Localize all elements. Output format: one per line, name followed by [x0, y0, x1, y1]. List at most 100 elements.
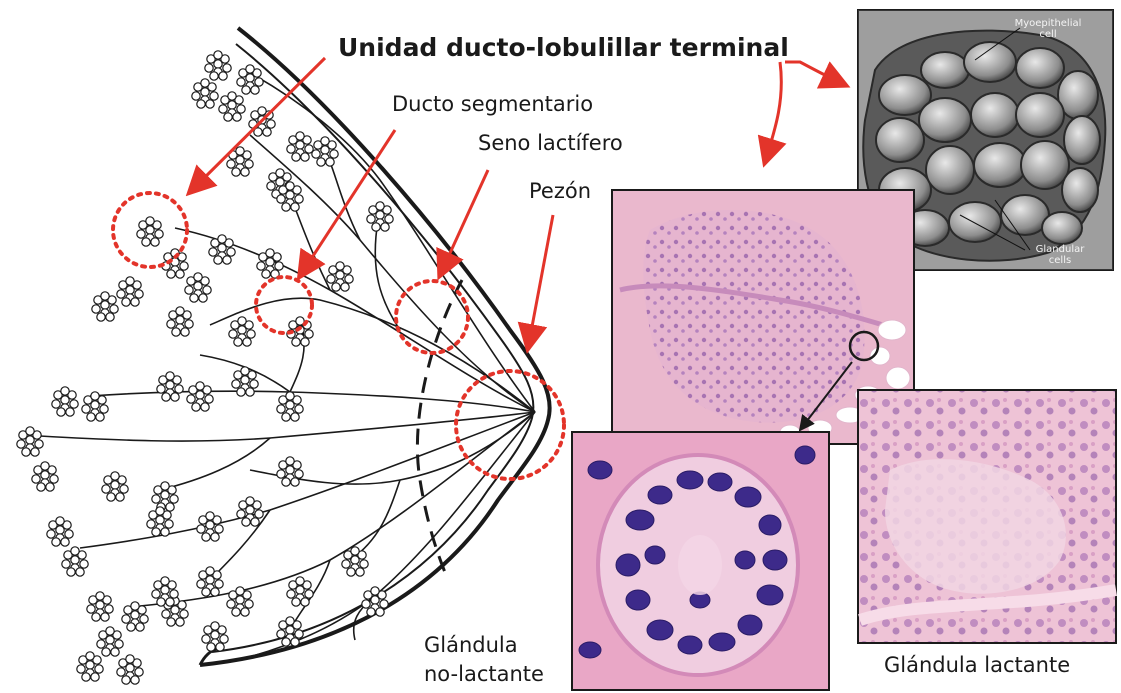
lobule-cluster-icon: [237, 497, 263, 526]
lobule-cluster-icon: [162, 249, 188, 278]
lobule-cluster-icon: [277, 617, 303, 646]
lobule-cluster-icon: [219, 92, 245, 121]
nucleus: [648, 486, 672, 504]
red-arrow-icon: [528, 215, 553, 348]
segmental-duct-highlight-circle: [256, 277, 312, 333]
lobule-cluster-icon: [277, 182, 303, 211]
nucleus: [757, 585, 783, 605]
lobule-cluster-icon: [287, 577, 313, 606]
duct-branch: [160, 438, 270, 490]
red-arrow-icon: [785, 62, 845, 85]
nucleus: [677, 471, 703, 489]
nucleus: [735, 551, 755, 569]
lobule-cluster-icon: [327, 262, 353, 291]
lobule-cluster-icon: [277, 392, 303, 421]
lobule-cluster-icon: [342, 547, 368, 576]
lobule-cluster-icon: [32, 462, 58, 491]
sem-cell: [971, 93, 1019, 137]
lobule-cluster-icon: [102, 472, 128, 501]
lobule-cluster-icon: [312, 137, 338, 166]
lobule-cluster-icon: [62, 547, 88, 576]
lobule-cluster-icon: [157, 372, 183, 401]
nucleus: [647, 620, 673, 640]
lobule-cluster-icon: [227, 587, 253, 616]
sem-myoepithelial-label: Myoepithelial: [1015, 18, 1082, 29]
nucleus: [709, 633, 735, 651]
lobule-cluster-icon: [237, 65, 263, 94]
lobule-cluster-icon: [257, 249, 283, 278]
non-lactating-label-line2: no-lactante: [424, 662, 544, 686]
red-arrow-icon: [440, 170, 488, 275]
lobule-cluster-icon: [97, 627, 123, 656]
lobule-cluster-icon: [277, 457, 303, 486]
nucleus: [735, 487, 761, 507]
nucleus: [795, 446, 815, 464]
lobule-cluster-icon: [229, 317, 255, 346]
segmental-duct-label: Ducto segmentario: [392, 92, 593, 116]
sem-cell: [926, 146, 974, 194]
lobule-cluster-icon: [209, 235, 235, 264]
duct-tree: [40, 70, 535, 662]
sinus-highlight-circle: [396, 281, 468, 353]
duct: [250, 135, 535, 412]
duct: [245, 70, 535, 412]
lobule-cluster-icon: [147, 507, 173, 536]
lobule-cluster-icon: [197, 567, 223, 596]
nucleus: [626, 510, 654, 530]
lobule-cluster-icon: [205, 51, 231, 80]
sem-cell: [974, 143, 1026, 187]
duct: [230, 412, 535, 662]
nucleus: [626, 590, 650, 610]
sem-cell: [1064, 116, 1100, 164]
sem-cell: [1042, 212, 1082, 244]
duct: [90, 391, 535, 412]
histology-lactating-panel: [858, 390, 1116, 643]
lactiferous-sinus-label: Seno lactífero: [478, 131, 623, 155]
lobule-cluster-icon: [82, 392, 108, 421]
lobule-cluster-icon: [152, 482, 178, 511]
lobule-cluster-icon: [202, 622, 228, 651]
lobule-cluster-icon: [197, 512, 223, 541]
lobule-cluster-icon: [52, 387, 78, 416]
lobule-cluster-icon: [185, 273, 211, 302]
lactating-label: Glándula lactante: [884, 653, 1070, 677]
nucleus: [759, 515, 781, 535]
sem-cell: [1062, 168, 1098, 212]
title-label: Unidad ducto-lobulillar terminal: [338, 33, 789, 62]
lobule-cluster-icon: [367, 202, 393, 231]
lobule-cluster-icon: [87, 592, 113, 621]
lobule-cluster-icon: [77, 652, 103, 681]
lobule-cluster-icon: [187, 382, 213, 411]
sem-cell: [921, 52, 969, 88]
sem-glandular-label-2: cells: [1049, 255, 1071, 266]
lobule-cluster-icon: [92, 292, 118, 321]
nucleus: [579, 642, 601, 658]
sem-cell: [919, 98, 971, 142]
nucleus: [738, 615, 762, 635]
sem-cell: [1021, 141, 1069, 189]
lobule-cluster-icon: [137, 217, 163, 246]
highlight-circles: [113, 193, 564, 479]
nucleus: [588, 461, 612, 479]
lobule-cluster-icon: [287, 132, 313, 161]
lobule-cluster-icon: [192, 79, 218, 108]
sem-glandular-label: Glandular: [1036, 244, 1086, 255]
lobule-cluster-icon: [362, 587, 388, 616]
lobule-clusters: [17, 51, 393, 684]
sem-cell: [876, 118, 924, 162]
histology-non-lactating-panel: [572, 432, 829, 690]
nucleus: [763, 550, 787, 570]
nipple-label: Pezón: [529, 179, 591, 203]
lobule-cluster-icon: [167, 307, 193, 336]
red-arrow-icon: [765, 62, 781, 162]
lobule-cluster-icon: [152, 577, 178, 606]
lobule-cluster-icon: [117, 277, 143, 306]
sem-myoepithelial-label-2: cell: [1039, 29, 1056, 40]
lobule-cluster-icon: [17, 427, 43, 456]
lobule-cluster-icon: [117, 655, 143, 684]
nucleus: [708, 473, 732, 491]
lobule-cluster-icon: [122, 602, 148, 631]
nucleus: [616, 554, 640, 576]
sem-cell: [949, 202, 1001, 242]
sem-cell: [1016, 48, 1064, 88]
